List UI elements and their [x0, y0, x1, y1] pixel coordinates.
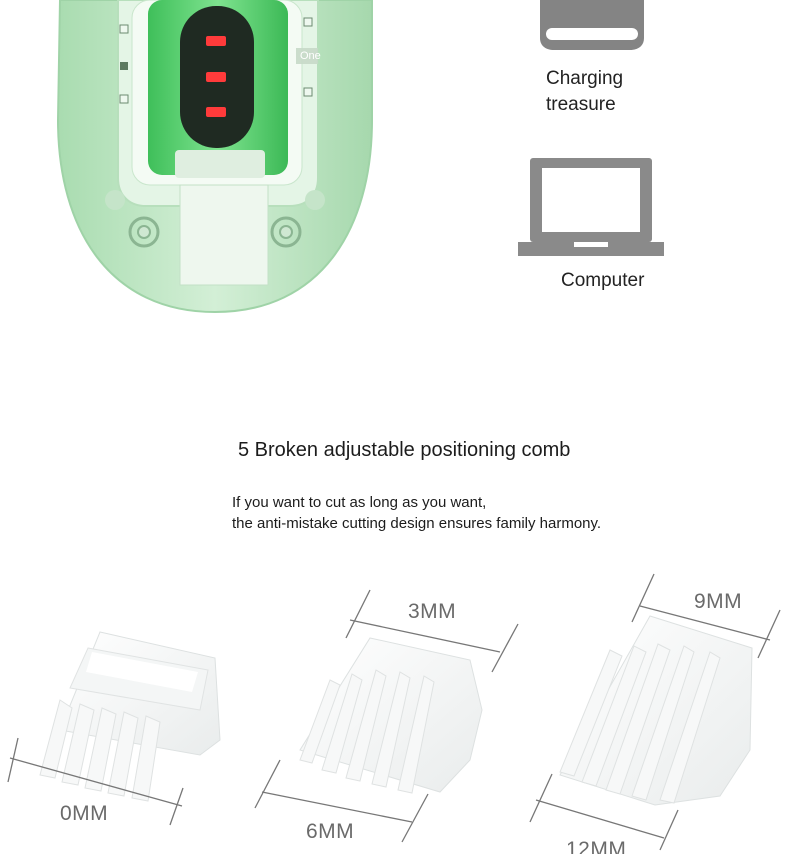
- comb-12mm-label: 12MM: [566, 838, 626, 854]
- description-line-2: the anti-mistake cutting design ensures …: [232, 515, 602, 532]
- charging-treasure-label: Charging treasure: [546, 66, 623, 118]
- section-description: If you want to cut as long as you want, …: [232, 492, 601, 534]
- combs-illustration: 0MM 3MM 6MM 9MM 12MM: [7, 573, 781, 854]
- comb-0mm-label: 0MM: [60, 802, 108, 825]
- power-bank-icon: [540, 0, 644, 50]
- comb-3mm-label: 3MM: [408, 600, 456, 623]
- computer-label: Computer: [561, 270, 645, 291]
- comb-0mm: 0MM: [7, 631, 221, 826]
- charging-label-line-2: treasure: [546, 94, 616, 115]
- device-badge: One: [300, 50, 321, 62]
- comb-9mm-12mm: 9MM 12MM: [529, 573, 781, 854]
- laptop-icon: [518, 158, 664, 256]
- clipper-device-image: [56, 0, 373, 314]
- description-line-1: If you want to cut as long as you want,: [232, 494, 487, 511]
- comb-9mm-label: 9MM: [694, 590, 742, 613]
- comb-3mm-6mm: 3MM 6MM: [254, 589, 519, 843]
- section-title: 5 Broken adjustable positioning comb: [238, 439, 571, 461]
- comb-6mm-label: 6MM: [306, 820, 354, 843]
- charging-label-line-1: Charging: [546, 68, 624, 89]
